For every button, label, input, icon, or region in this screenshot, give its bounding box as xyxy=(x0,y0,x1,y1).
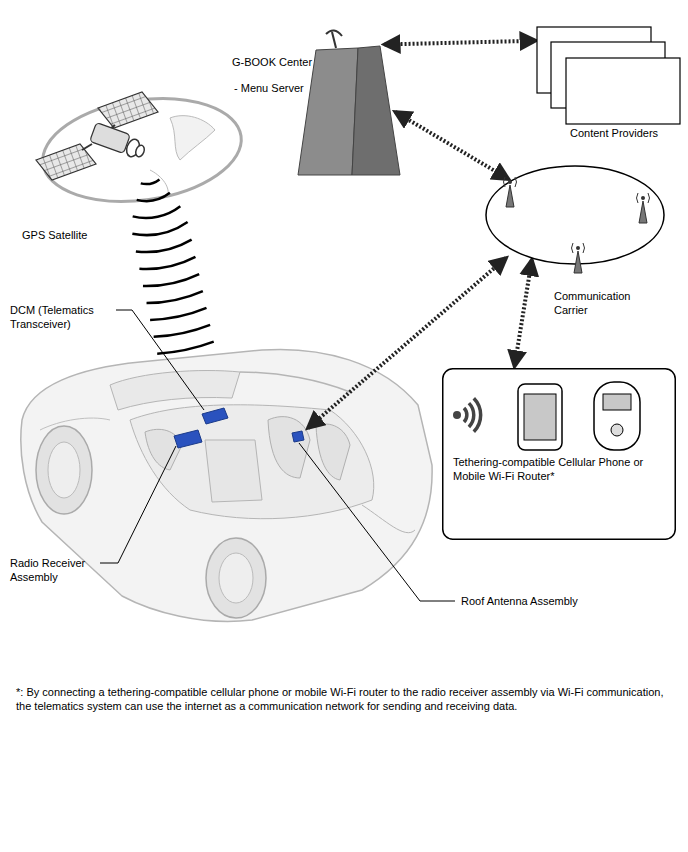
server-tower: G-BOOK Center- Menu Server xyxy=(296,28,404,178)
wave-arc xyxy=(133,206,181,218)
node-label: Communication Carrier xyxy=(554,289,644,317)
globe xyxy=(36,87,248,214)
vehicle xyxy=(21,349,432,621)
wave-arc xyxy=(137,193,170,201)
data-link xyxy=(515,260,532,366)
part-label: Roof Antenna Assembly xyxy=(461,594,578,608)
tethering-device-box: Tethering-compatible Cellular Phone or M… xyxy=(442,368,676,540)
carrier-network: Communication Carrier xyxy=(485,165,665,265)
node-label: Content Providers xyxy=(570,126,658,140)
gps-satellite xyxy=(36,92,158,180)
wave-arc xyxy=(132,222,187,235)
content-provider-stack: Content Providers xyxy=(537,27,682,125)
data-link xyxy=(395,112,508,179)
wave-arc xyxy=(143,274,199,286)
wave-arc xyxy=(147,291,203,303)
data-link xyxy=(385,41,536,45)
part-label: GPS Satellite xyxy=(22,228,87,242)
node-label: G-BOOK Center xyxy=(232,55,312,69)
part-label: DCM (Telematics Transceiver) xyxy=(10,303,116,331)
wave-arc xyxy=(154,325,210,337)
leader-lines xyxy=(100,310,455,601)
wave-arc xyxy=(157,342,214,354)
part-label: Radio Receiver Assembly xyxy=(10,556,100,584)
wave-arc xyxy=(136,240,192,252)
wave-arc xyxy=(150,308,206,320)
node-shape xyxy=(442,368,676,540)
node-label: Tethering-compatible Cellular Phone or M… xyxy=(453,455,673,483)
footnote: *: By connecting a tethering-compatible … xyxy=(16,685,680,713)
node-label: - Menu Server xyxy=(234,81,304,95)
node-shape xyxy=(485,165,665,265)
node-shape xyxy=(296,28,404,178)
wave-arc xyxy=(141,179,160,184)
node-shape xyxy=(537,27,682,125)
wave-arc xyxy=(139,257,195,269)
